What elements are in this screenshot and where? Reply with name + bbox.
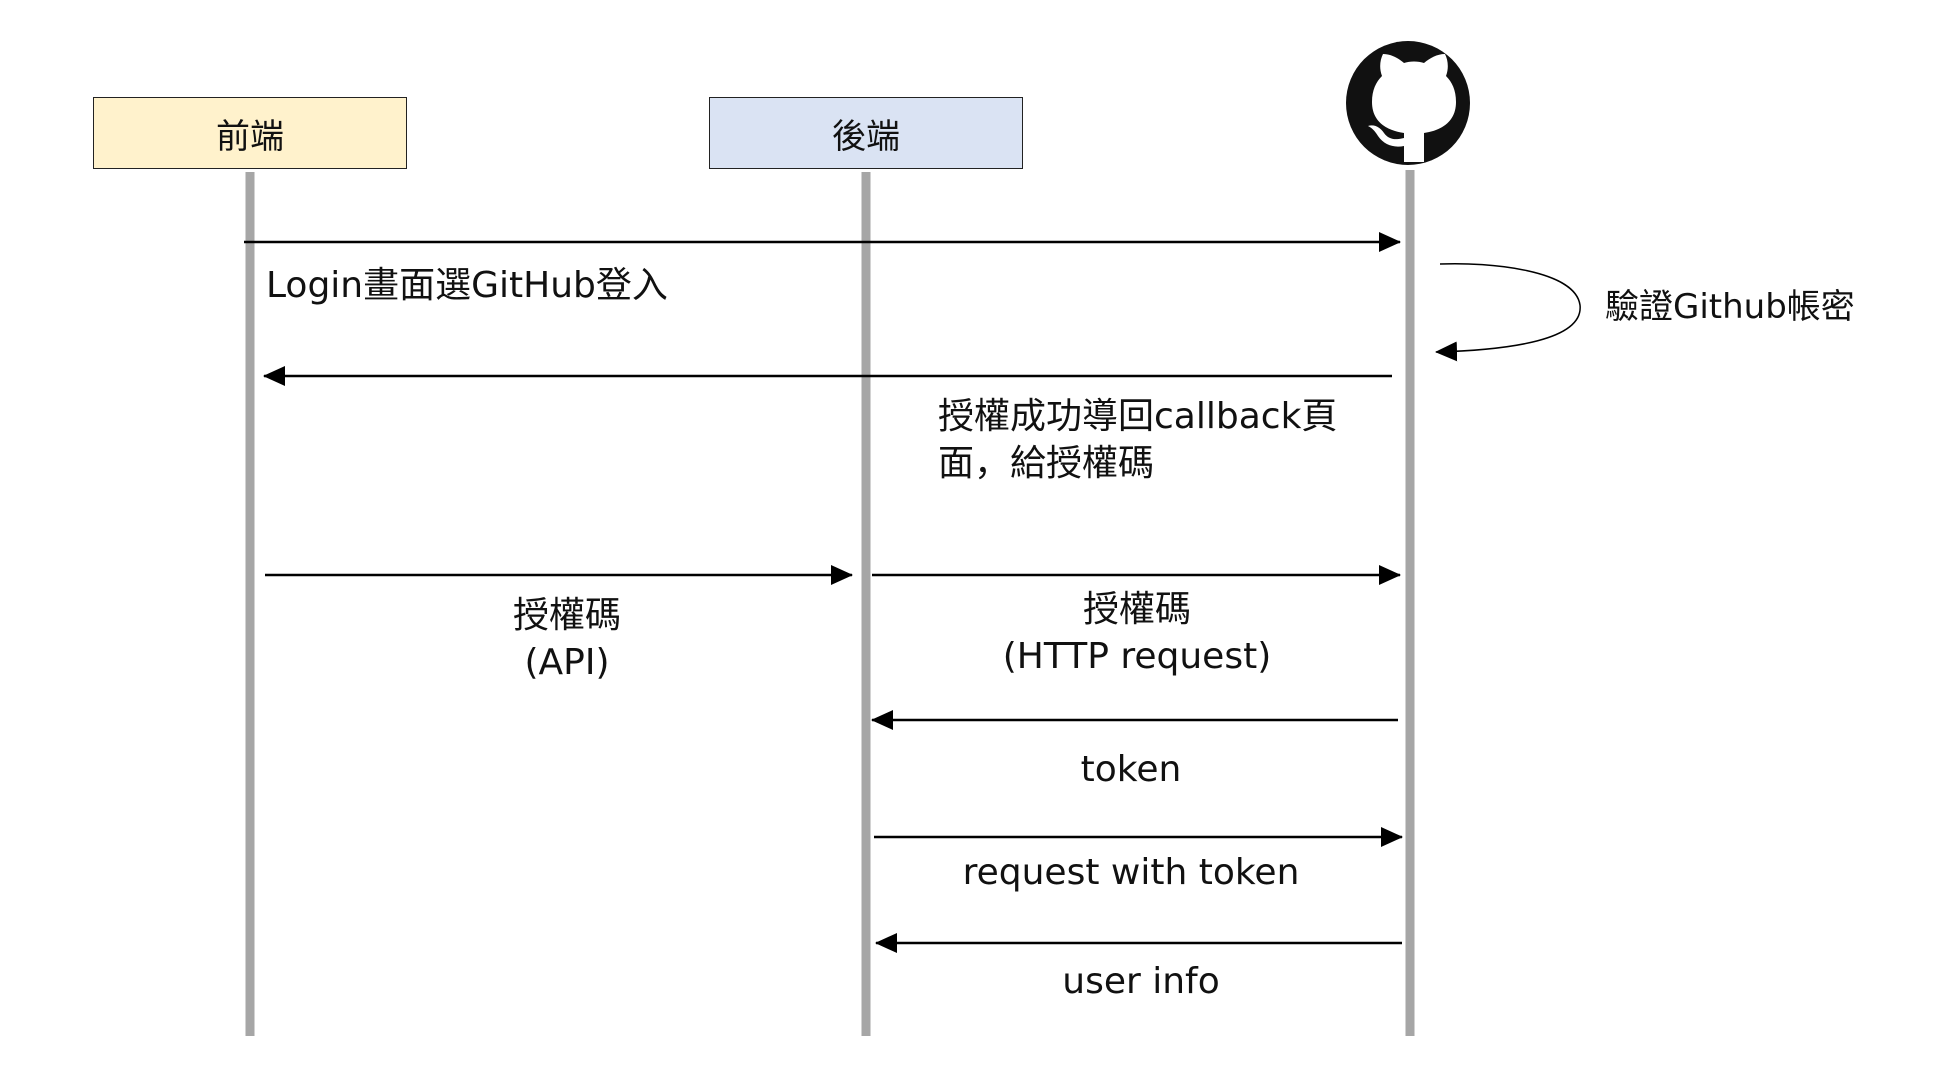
callback-message-label: 授權成功導回callback頁 面，給授權碼 (938, 393, 1337, 487)
auth-code-http-label: 授權碼 (HTTP request) (987, 586, 1287, 680)
auth-code-api-line2: (API) (524, 642, 610, 683)
callback-message-line1: 授權成功導回callback頁 (938, 396, 1338, 437)
participant-frontend-label: 前端 (216, 116, 284, 157)
participant-backend-label: 後端 (832, 116, 900, 157)
auth-code-http-line1: 授權碼 (1082, 589, 1191, 630)
callback-message-line2: 面，給授權碼 (938, 443, 1155, 484)
token-label: token (1080, 749, 1182, 790)
auth-code-http-line2: (HTTP request) (1002, 636, 1272, 677)
request-with-token-label: request with token (962, 852, 1300, 893)
self-verify-label: 驗證Github帳密 (1605, 287, 1855, 327)
auth-code-api-line1: 授權碼 (512, 595, 621, 636)
login-message-label: Login畫面選GitHub登入 (266, 265, 668, 306)
participant-backend: 後端 (709, 97, 1023, 169)
participant-frontend: 前端 (93, 97, 407, 169)
user-info-label: user info (1062, 961, 1220, 1002)
auth-code-api-label: 授權碼 (API) (467, 592, 667, 686)
self-verify-arrow (1435, 262, 1581, 362)
github-icon (1346, 41, 1470, 165)
